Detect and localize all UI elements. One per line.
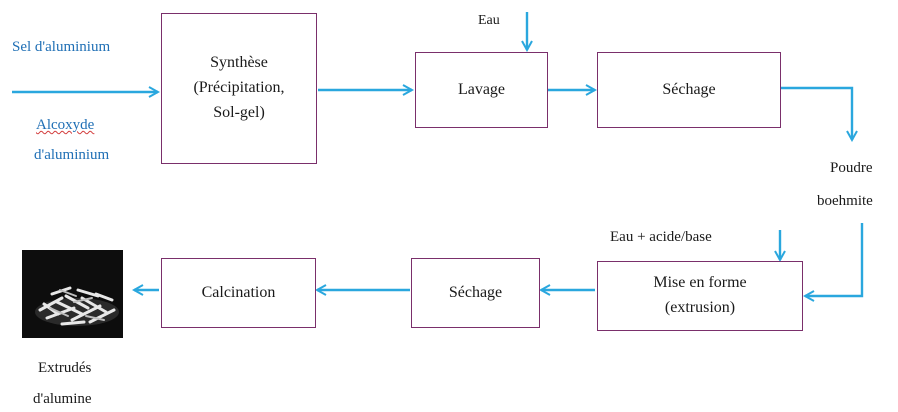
- label-poudre: Poudre: [830, 160, 873, 176]
- arrow-poudre-to-mise-en-forme: [805, 223, 864, 296]
- label-extrudes: Extrudés: [38, 360, 92, 376]
- extrudes-photo: [22, 250, 123, 338]
- label-alcoxyde: Alcoxyde: [36, 114, 94, 137]
- box-sechage-top: Séchage: [597, 52, 781, 128]
- arrow-sechage-to-poudre: [781, 86, 852, 140]
- box-sechage-bottom: Séchage: [411, 258, 540, 328]
- box-calcination: Calcination: [161, 258, 316, 328]
- label-alcoxyde-word: Alcoxyde: [36, 117, 95, 133]
- box-lavage: Lavage: [415, 52, 548, 128]
- label-alumine: d'alumine: [33, 391, 92, 407]
- label-eau: Eau: [478, 13, 500, 28]
- box-mise-en-forme: Mise en forme (extrusion): [597, 261, 803, 331]
- label-sel-aluminium: Sel d'aluminium: [12, 39, 111, 55]
- label-eau-acide-base: Eau + acide/base: [610, 229, 712, 245]
- extrudes-photo-drawing: [22, 250, 123, 338]
- label-alcoxyde-aluminium: d'aluminium: [34, 147, 110, 163]
- label-boehmite: boehmite: [817, 193, 873, 209]
- box-synthese: Synthèse (Précipitation, Sol-gel): [161, 13, 317, 164]
